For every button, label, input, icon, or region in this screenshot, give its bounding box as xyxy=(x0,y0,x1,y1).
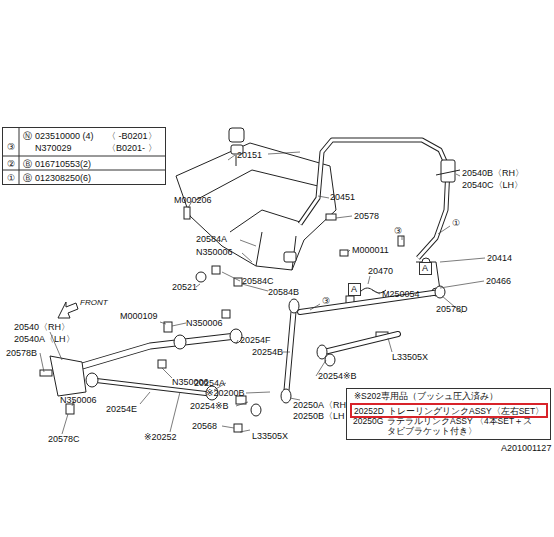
reference-letter: A xyxy=(351,284,357,294)
part-number: M250054 xyxy=(382,289,420,299)
stabilizer-bar-inner xyxy=(300,140,448,258)
part-number: 20584C xyxy=(242,276,274,286)
plug xyxy=(196,272,206,282)
table-cell: Ⓝ xyxy=(23,131,32,141)
bushing-stud xyxy=(236,155,237,166)
figure-code: A201001127 xyxy=(501,443,551,453)
table-cell: N370029 xyxy=(35,143,72,153)
callout-number: ① xyxy=(452,218,460,228)
link-bracket xyxy=(50,356,86,396)
part-number: M000011 xyxy=(352,245,389,255)
note-text: ※S202専用品（ブッシュ圧入済み） xyxy=(354,391,498,401)
lateral-link xyxy=(324,334,398,352)
trailing-link-inner xyxy=(62,336,236,372)
part-number: ※20200B xyxy=(206,388,245,398)
crossmember-ribs xyxy=(196,170,318,270)
part-number: N350006 xyxy=(196,247,233,257)
mount-bushing xyxy=(284,252,296,262)
stabilizer-bar xyxy=(300,140,448,258)
part-number: 20451 xyxy=(330,192,355,202)
table-cell: ② xyxy=(7,159,15,169)
table-cell: Ⓑ xyxy=(23,173,32,183)
callout-number: ③ xyxy=(322,296,330,306)
table-cell: Ⓑ xyxy=(23,159,32,169)
part-number: 20568 xyxy=(192,421,217,431)
table-cell: 016710553(2) xyxy=(35,159,91,169)
part-number: 20578C xyxy=(48,434,80,444)
part-number: L33505X xyxy=(392,352,428,362)
table-cell: 〈 -B0201〉 xyxy=(107,131,157,141)
part-number: 20540〈RH〉 xyxy=(14,322,70,332)
part-number: 20578 xyxy=(354,211,379,221)
highlight-box: 20252D トレーリングリンクASSY〈左右SET〉 xyxy=(350,403,548,418)
part-number: ※20252 xyxy=(144,432,177,442)
part-number: 20540A〈LH〉 xyxy=(14,334,75,344)
part-number: 20470 xyxy=(368,266,393,276)
fastener-table: ③ Ⓝ023510000 (4) 〈 -B0201〉 N370029 〈B0201- 〉… xyxy=(2,127,166,185)
callout-number: ③ xyxy=(394,226,402,236)
part-number: 20254※B xyxy=(190,401,229,411)
table-cell: ① xyxy=(7,173,15,183)
part-number: M000206 xyxy=(174,195,212,205)
part-number: 20578B xyxy=(6,348,37,358)
part-number: 20254B xyxy=(252,347,283,357)
reference-mark: A xyxy=(348,283,361,296)
part-number: 20250B〈LH〉 xyxy=(293,411,354,421)
part-number: M000109 xyxy=(120,311,158,321)
note-box: ※S202専用品（ブッシュ圧入済み）20250GラテラルリンクASSY 〈4本S… xyxy=(346,388,551,440)
reference-letter: A xyxy=(422,263,428,273)
part-number: L33505X xyxy=(252,431,288,441)
part-number: N350006 xyxy=(186,318,223,328)
part-number: 20151 xyxy=(237,150,262,160)
part-number: 20466 xyxy=(486,276,511,286)
part-number: 20254E xyxy=(106,404,137,414)
note-text: 20252D xyxy=(354,406,384,416)
front-arrow xyxy=(58,302,78,318)
part-number: 20584B xyxy=(268,287,299,297)
bracket-flange xyxy=(436,170,460,175)
part-number: N350006 xyxy=(60,395,97,405)
table-cell: 023510000 (4) xyxy=(35,131,94,141)
lateral-link-inner xyxy=(324,334,398,352)
part-number: 20254F xyxy=(240,335,271,345)
table-cell: ③ xyxy=(7,142,15,152)
part-number: 20521 xyxy=(172,282,197,292)
table-cell: 012308250(6) xyxy=(35,173,91,183)
part-number: 20414 xyxy=(487,253,512,263)
note-text: ラテラルリンクASSY 〈4本SET＋スタビブラケット付き〉 xyxy=(387,416,537,436)
part-number: 20254※B xyxy=(318,371,357,381)
trailing-link xyxy=(62,336,236,372)
direction-label: FRONT xyxy=(80,298,108,308)
reference-mark: A xyxy=(419,262,432,275)
rear-link-inner xyxy=(286,306,294,396)
part-number: 20540C〈LH〉 xyxy=(462,180,523,190)
part-number: 20540B〈RH〉 xyxy=(462,168,524,178)
part-number: 20254A xyxy=(194,378,225,388)
table-cell: 〈B0201- 〉 xyxy=(107,143,157,153)
part-number: 20584A xyxy=(196,234,227,244)
rear-link xyxy=(286,306,294,396)
mount-bushing xyxy=(229,128,244,142)
part-number: 20578D xyxy=(436,304,468,314)
note-text: トレーリングリンクASSY〈左右SET〉 xyxy=(388,406,544,416)
